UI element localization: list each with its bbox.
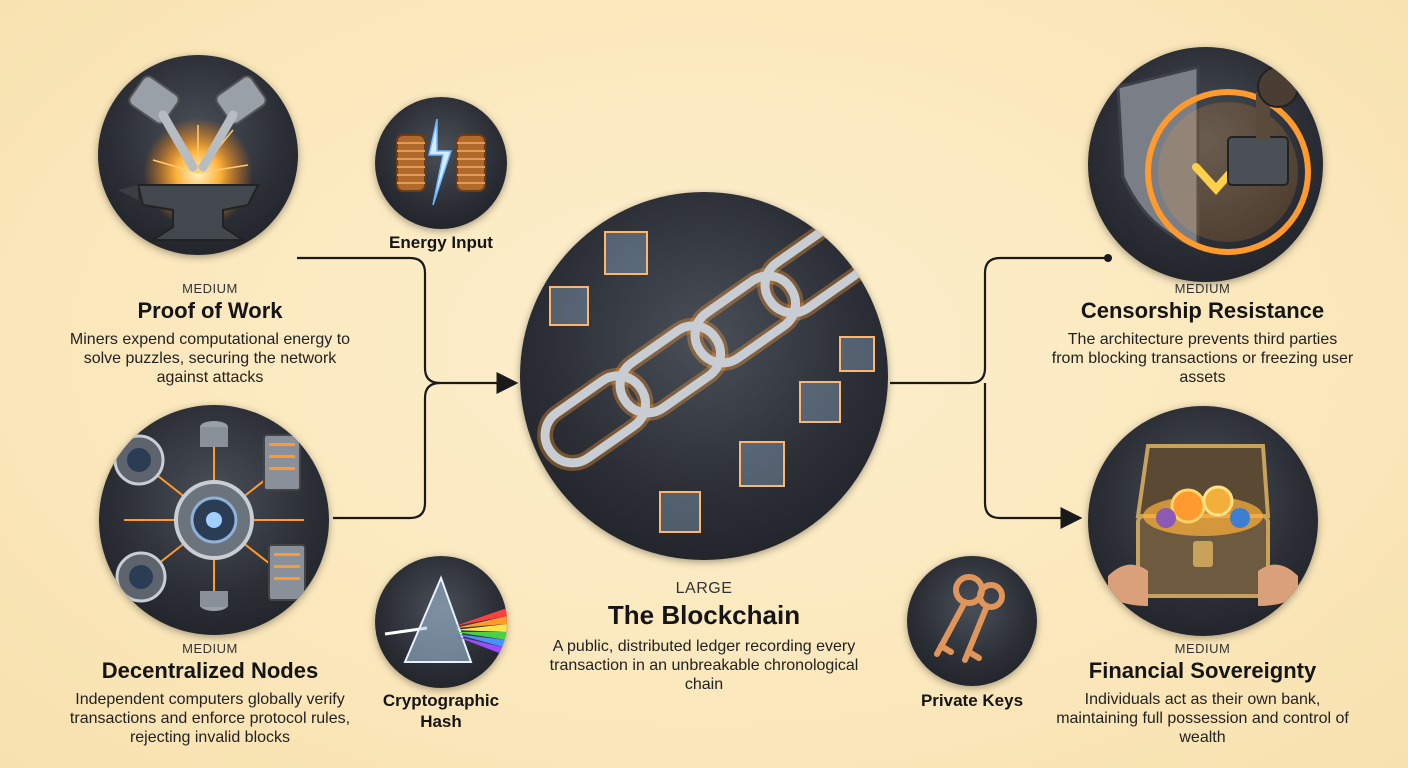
proof-of-work-description: Miners expend computational energy to so… <box>60 330 360 387</box>
censorship-resistance-image <box>1088 47 1323 282</box>
censorship-resistance-description: The architecture prevents third parties … <box>1050 330 1355 387</box>
connector-financial-sovereignty <box>985 383 1078 518</box>
blockchain-image <box>520 192 888 560</box>
energy-input-image <box>375 97 507 229</box>
shield-stamp-icon <box>1088 47 1323 282</box>
energy-coils-icon <box>375 97 507 229</box>
censorship-resistance-title: Censorship Resistance <box>1050 298 1355 324</box>
blockchain-text: LARGE The Blockchain A public, distribut… <box>540 580 868 694</box>
treasure-chest-icon <box>1088 406 1318 636</box>
proof-of-work-text: MEDIUM Proof of Work Miners expend compu… <box>60 281 360 387</box>
decentralized-nodes-title: Decentralized Nodes <box>60 658 360 684</box>
decentralized-nodes-text: MEDIUM Decentralized Nodes Independent c… <box>60 641 360 747</box>
prism-icon <box>375 556 507 688</box>
energy-input-label: Energy Input <box>370 232 512 253</box>
cryptographic-hash-image <box>375 556 507 688</box>
private-keys-label: Private Keys <box>897 690 1047 711</box>
network-nodes-icon <box>99 405 329 635</box>
financial-sovereignty-text: MEDIUM Financial Sovereignty Individuals… <box>1050 641 1355 747</box>
node-size-label: LARGE <box>540 580 868 598</box>
financial-sovereignty-description: Individuals act as their own bank, maint… <box>1050 690 1355 747</box>
node-size-label: MEDIUM <box>1050 281 1355 296</box>
connector-decentralized-nodes <box>333 383 440 518</box>
financial-sovereignty-image <box>1088 406 1318 636</box>
anvil-pistons-icon <box>98 55 298 255</box>
private-keys-image <box>907 556 1037 686</box>
node-size-label: MEDIUM <box>60 281 360 296</box>
keys-icon <box>907 556 1037 686</box>
proof-of-work-title: Proof of Work <box>60 298 360 324</box>
blockchain-title: The Blockchain <box>540 600 868 631</box>
decentralized-nodes-image <box>99 405 329 635</box>
node-size-label: MEDIUM <box>60 641 360 656</box>
node-size-label: MEDIUM <box>1050 641 1355 656</box>
censorship-resistance-text: MEDIUM Censorship Resistance The archite… <box>1050 281 1355 387</box>
chain-links-icon <box>520 192 888 560</box>
proof-of-work-image <box>98 55 298 255</box>
cryptographic-hash-label: Cryptographic Hash <box>365 690 517 732</box>
decentralized-nodes-description: Independent computers globally verify tr… <box>60 690 360 747</box>
financial-sovereignty-title: Financial Sovereignty <box>1050 658 1355 684</box>
blockchain-description: A public, distributed ledger recording e… <box>540 637 868 694</box>
